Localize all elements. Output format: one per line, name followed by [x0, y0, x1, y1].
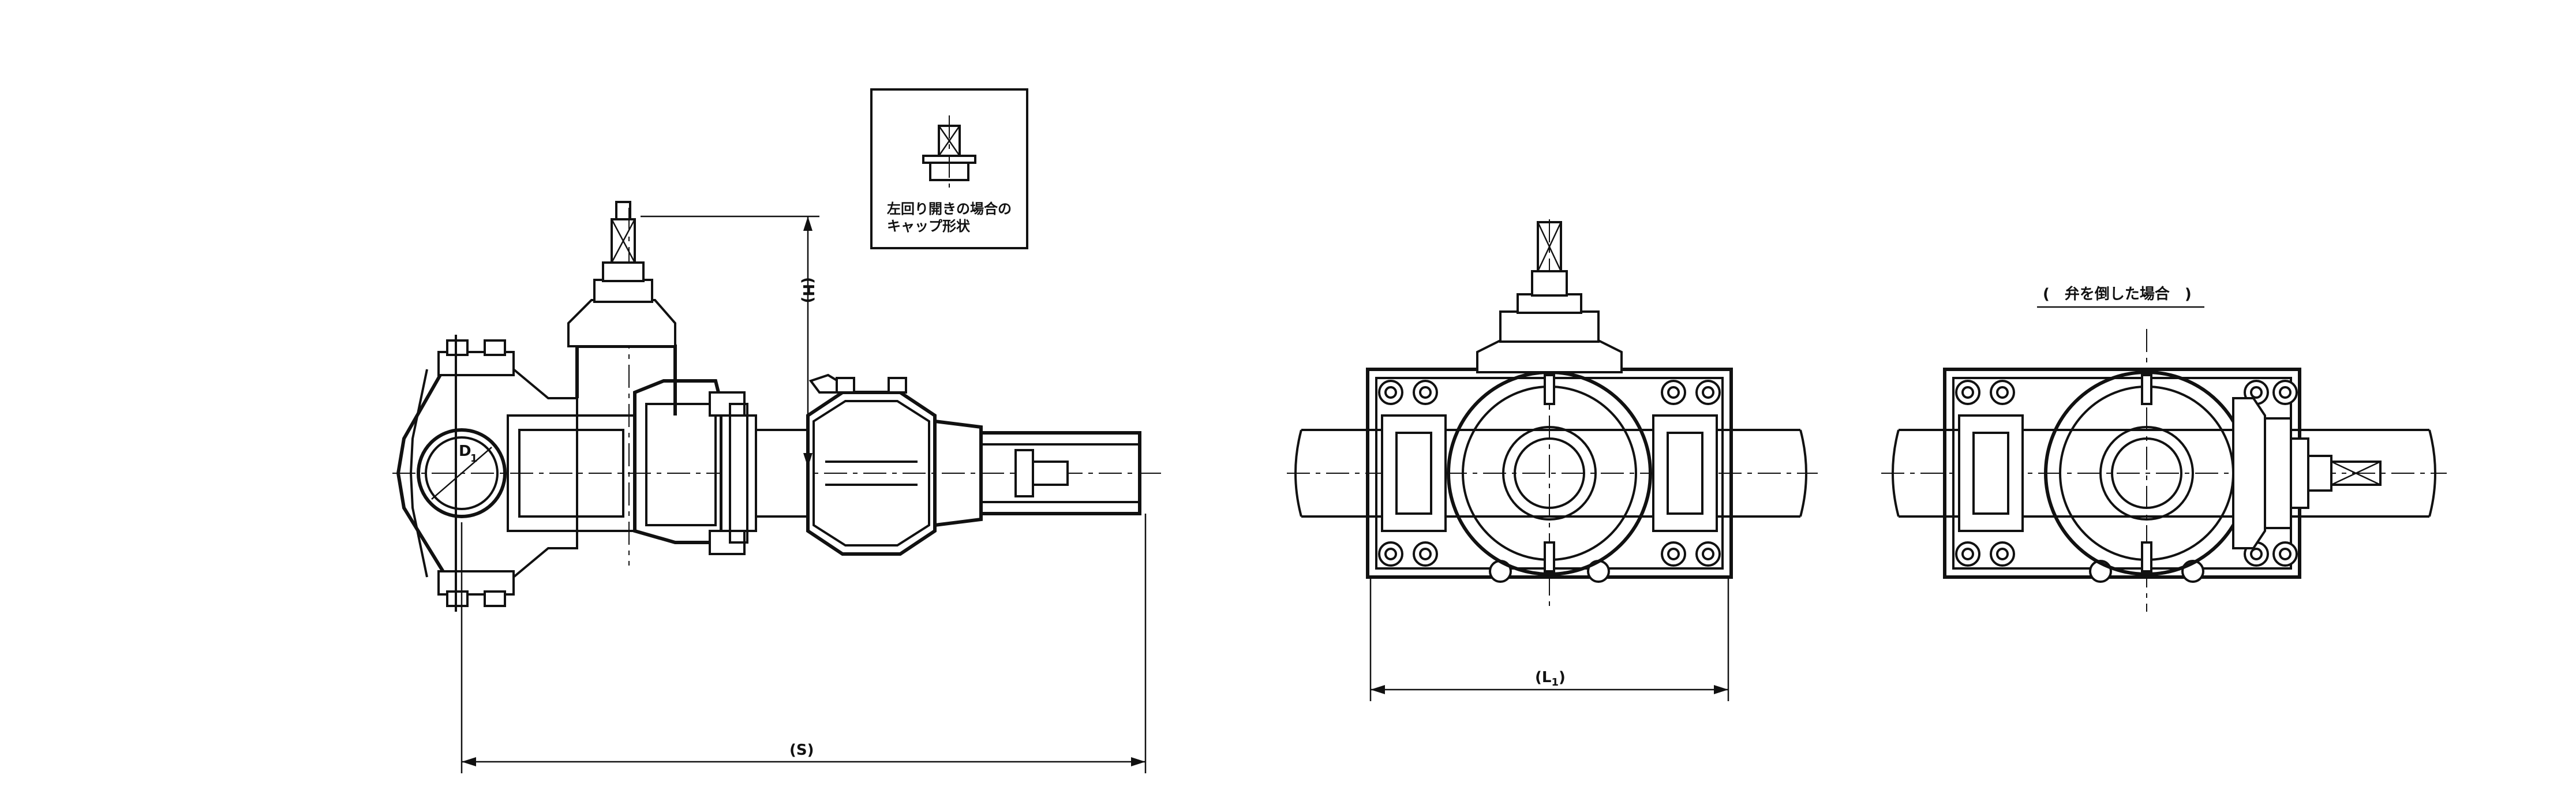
tilted-valve-view: ( 弁を倒した場合 ) — [1881, 285, 2447, 612]
h-dimension-label: (H) — [799, 277, 817, 304]
inset-caption-line1: 左回り開きの場合の — [887, 201, 1012, 217]
inset-caption-line2: キャップ形状 — [887, 218, 971, 234]
tilted-bolts — [1955, 380, 2298, 583]
side-view: D 1 — [392, 201, 1166, 773]
s-dimension-label: (S) — [789, 742, 814, 759]
front-view: (L1) — [1287, 219, 1818, 701]
front-bolts — [1378, 380, 1721, 583]
tilted-view-caption: ( 弁を倒した場合 ) — [2043, 285, 2192, 303]
inset-cap-detail: 左回り開きの場合の キャップ形状 — [870, 88, 1028, 249]
l1-dimension-label: (L1) — [1535, 669, 1566, 688]
d1-subscript: 1 — [470, 452, 478, 465]
d1-label: D — [459, 443, 471, 460]
pipe-section-d1: D 1 — [417, 428, 507, 518]
